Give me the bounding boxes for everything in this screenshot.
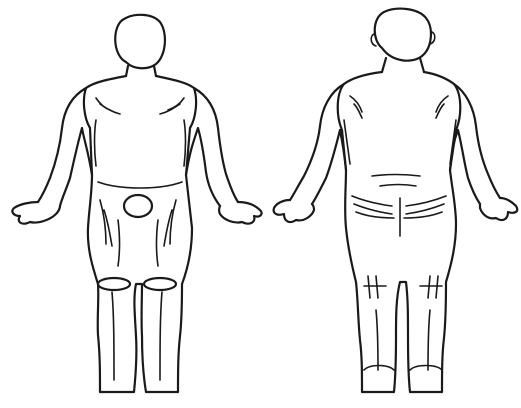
front-right-arm bbox=[186, 88, 238, 206]
back-ears bbox=[371, 32, 435, 46]
back-body-figure bbox=[274, 9, 518, 392]
front-chest-details bbox=[95, 98, 186, 166]
front-waist-line bbox=[98, 182, 182, 188]
back-head bbox=[375, 9, 431, 61]
back-buttock-lines bbox=[352, 196, 446, 218]
front-left-knee bbox=[98, 278, 130, 290]
back-calf-lines bbox=[376, 310, 430, 370]
front-right-knee bbox=[144, 278, 176, 290]
front-left-hand bbox=[12, 202, 60, 224]
front-body-figure bbox=[12, 15, 261, 392]
front-head bbox=[115, 15, 165, 68]
front-right-hand bbox=[219, 202, 261, 224]
back-right-arm bbox=[450, 84, 500, 204]
front-torso-legs bbox=[84, 76, 196, 392]
back-heels bbox=[364, 366, 442, 371]
back-left-hand bbox=[274, 200, 314, 222]
front-groin bbox=[124, 195, 152, 217]
back-torso-legs bbox=[338, 72, 461, 392]
back-knee-lines bbox=[364, 276, 442, 298]
front-thigh-lines bbox=[100, 200, 176, 266]
back-right-hand bbox=[480, 198, 517, 220]
back-shoulder-details bbox=[344, 96, 456, 164]
back-lower-back-lines bbox=[372, 175, 420, 187]
